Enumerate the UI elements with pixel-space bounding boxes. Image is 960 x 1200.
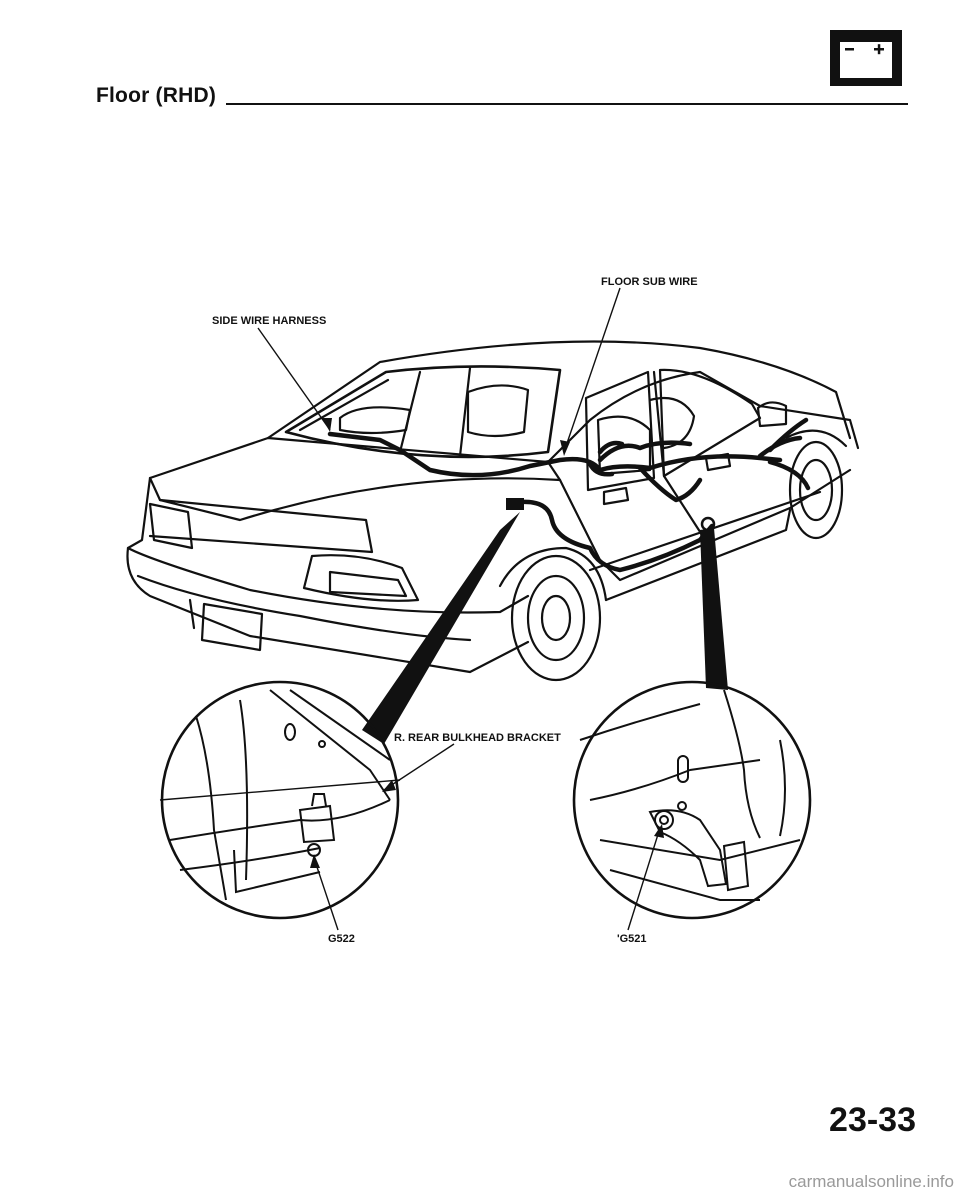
detail-wedge-right: [700, 528, 728, 690]
ground-detail-g522: [159, 680, 401, 920]
detail-wedge-left: [362, 512, 520, 744]
label-side-wire-harness: SIDE WIRE HARNESS: [212, 315, 326, 327]
harness-connector: [506, 498, 524, 510]
side-wire-harness-path: [327, 417, 811, 573]
page-number: 23-33: [829, 1101, 916, 1139]
label-floor-sub-wire: FLOOR SUB WIRE: [601, 276, 698, 288]
label-g521: 'G521: [617, 933, 647, 945]
battery-icon: [830, 30, 902, 86]
label-bulkhead-bracket: R. REAR BULKHEAD BRACKET: [394, 732, 561, 744]
label-g522: G522: [328, 933, 355, 945]
leader-arrowheads: [310, 418, 664, 868]
watermark: carmanualsonline.info: [788, 1172, 954, 1191]
section-title: Floor (RHD): [96, 84, 217, 107]
header-rule: [226, 103, 908, 105]
car-illustration: [126, 340, 860, 682]
leader-lines: [257, 287, 661, 931]
ground-detail-g521: [572, 680, 812, 920]
section-header: Floor (RHD): [96, 84, 908, 114]
